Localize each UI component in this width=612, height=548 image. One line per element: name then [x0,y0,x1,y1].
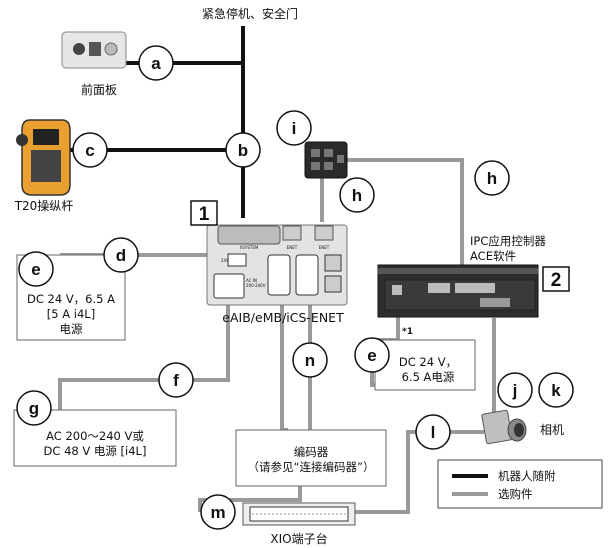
number-2-text: 2 [551,270,562,291]
callout-h1-text: h [352,186,362,205]
ac-range-label: 200-240V [246,283,266,288]
callout-f: f [158,362,194,398]
callout-e2: e [354,337,390,373]
callout-m-text: m [210,503,225,522]
callout-b-text: b [238,141,248,160]
callout-h1: h [339,177,375,213]
callout-n-text: n [305,351,315,370]
callout-j: j [497,372,533,408]
callout-l-text: l [431,423,436,442]
psu-24v-b-line1: DC 24 V， [399,355,457,369]
number-1-badge: 1 [190,200,218,226]
callout-e1-text: e [31,260,40,279]
callout-f-text: f [173,371,179,390]
ipc-label-line1: IPC应用控制器 [470,234,546,248]
camera-device [481,409,527,445]
camera-label: 相机 [540,423,564,437]
callout-k: k [538,372,574,408]
callout-d-text: d [116,246,126,265]
legend-optional-label: 选购件 [498,487,533,501]
psu-ac-line1: AC 200～240 V或 [46,429,144,443]
t20-pendant-device [16,119,71,196]
callout-e2-text: e [367,346,376,365]
callout-i-text: i [292,119,297,138]
callout-h2: h [474,160,510,196]
enet2-port-label: ENET [319,245,330,250]
callout-k-text: k [551,381,561,400]
number-2-badge: 2 [542,266,570,292]
callout-h2-text: h [487,169,497,188]
ipc-label-line2: ACE软件 [470,249,516,263]
enet1-port-label: ENET [287,245,298,250]
callout-c: c [72,132,108,168]
callout-g: g [16,390,52,426]
legend-included-label: 机器人随附 [498,469,556,483]
callout-a: a [138,45,174,81]
xsystem-port-label: XSYSTEM [240,245,259,250]
psu-24v-b-line2: 6.5 A电源 [402,370,455,384]
callout-l: l [415,414,451,450]
footnote-marker: *1 [402,327,413,337]
controller-name-label: eAIB/eMB/iCS-ENET [222,310,344,325]
callout-d: d [103,237,139,273]
callout-i: i [276,110,312,146]
xio-label: XIO端子台 [270,531,327,546]
psu-24v-a-line1: DC 24 V，6.5 A [27,292,115,306]
callout-e1: e [18,251,54,287]
psu-24v-b-box: DC 24 V， 6.5 A电源 [374,339,476,391]
callout-m: m [200,494,236,530]
switch-ipc-cable [345,158,464,265]
callout-b: b [225,132,261,168]
xio-terminal-device [242,502,356,526]
number-1-text: 1 [199,204,210,225]
psu-ac-line2: DC 48 V 电源 [i4L] [44,444,147,458]
t20-label: T20操纵杆 [14,198,74,213]
estop-label: 紧急停机、安全门 [202,6,298,21]
encoder-box: 编码器 （请参见“连接编码器”） [235,429,387,487]
callout-a-text: a [151,54,161,73]
encoder-line1: 编码器 [294,445,329,459]
dc24v-port-label: 24V [221,258,229,263]
front-panel-device [61,31,127,69]
callout-n: n [292,342,328,378]
front-panel-label: 前面板 [81,82,117,97]
ethernet-switch-device [304,141,348,179]
ac-power-cable [58,298,230,412]
encoder-line2: （请参见“连接编码器”） [248,460,375,474]
psu-24v-a-line3: 电源 [60,322,83,336]
legend: 机器人随附 选购件 [437,459,603,509]
psu-24v-a-line2: [5 A i4L] [47,307,95,321]
callout-c-text: c [85,141,94,160]
estop-knob-icon [73,43,85,55]
callout-g-text: g [29,399,39,418]
ac-in-label: AC IN [246,278,257,283]
controller-device: XSYSTEM ENET ENET 24V AC IN 200-240V [206,224,348,306]
ipc-device [377,264,539,318]
callout-j-text: j [512,381,518,400]
